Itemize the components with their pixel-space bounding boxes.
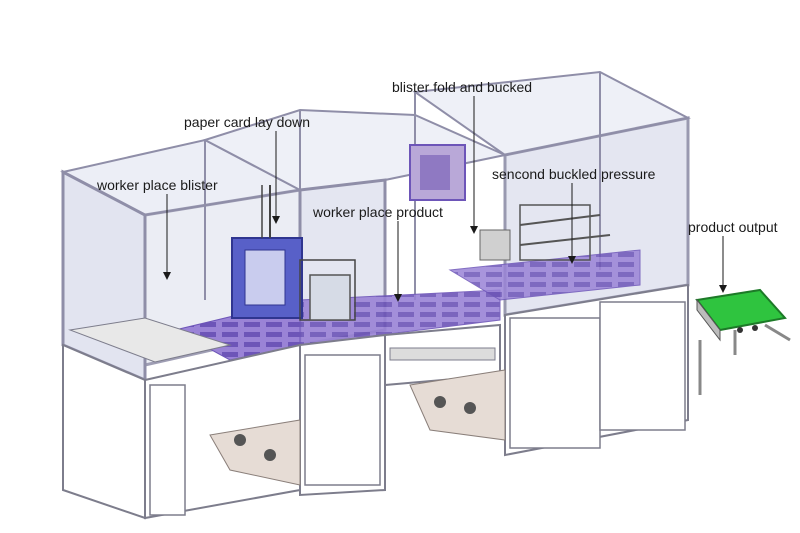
- output-conveyor: [695, 288, 791, 395]
- label-worker-place-product: worker place product: [313, 204, 443, 220]
- cabinets: [62, 283, 689, 520]
- fold-mechanism: [409, 144, 611, 261]
- label-blister-fold-and-bucked: blister fold and bucked: [392, 79, 533, 95]
- label-sencond-buckled-pressure: sencond buckled pressure: [492, 166, 656, 182]
- leader-arrows: [163, 96, 727, 302]
- label-paper-card-lay-down: paper card lay down: [184, 114, 311, 130]
- label-worker-place-blister: worker place blister: [97, 177, 218, 193]
- label-product-output: product output: [688, 219, 778, 235]
- paper-card-station: [231, 185, 356, 321]
